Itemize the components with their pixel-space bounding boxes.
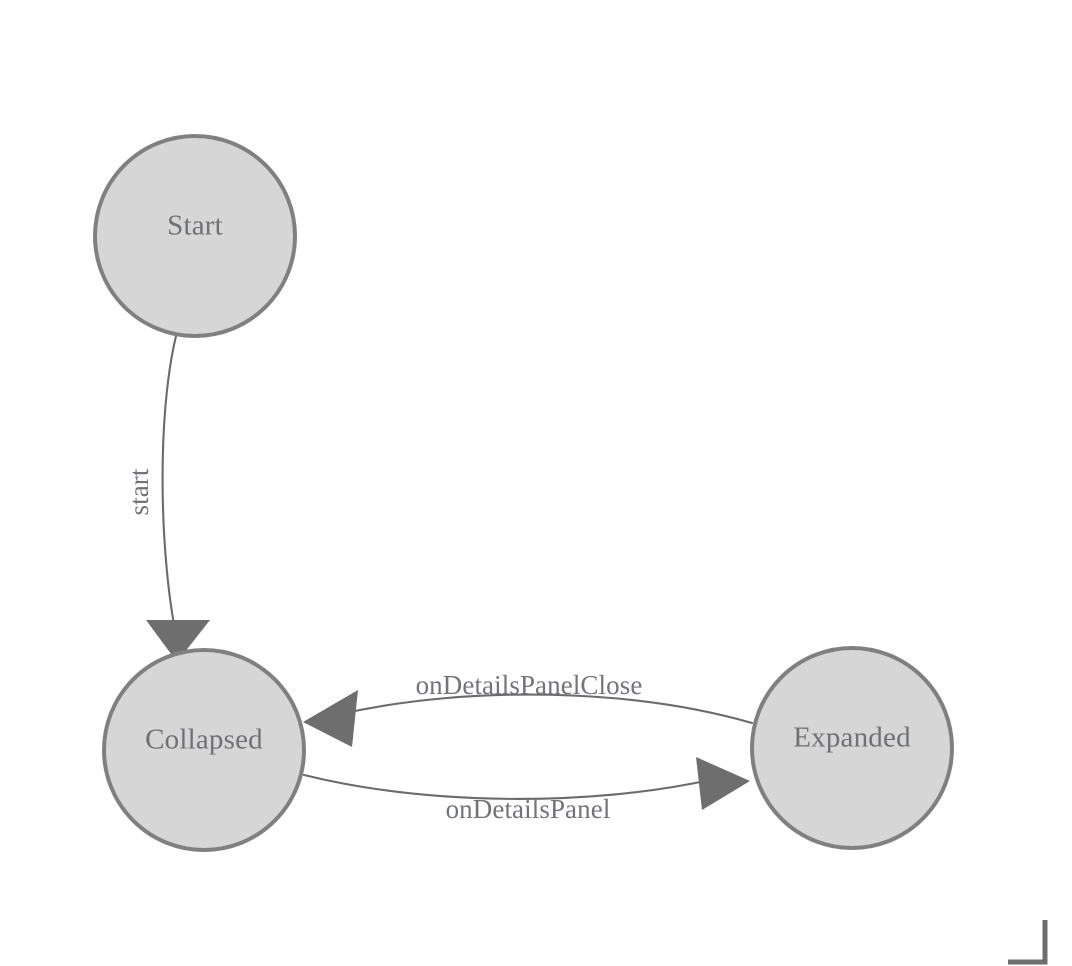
node-shape-collapsed <box>102 648 306 852</box>
node-shape-start <box>93 134 297 338</box>
edge-label-start: start <box>124 468 154 515</box>
edge-label-on-details-panel: onDetailsPanel <box>446 794 611 824</box>
node-label-collapsed: Collapsed <box>145 724 263 756</box>
arrowhead-icon-expanded-collapsed <box>303 690 358 747</box>
arrowhead-icon-collapsed-expanded <box>696 757 750 810</box>
edge-line-collapsed-expanded <box>302 773 712 800</box>
edge-expanded-collapsed[interactable]: onDetailsPanelClose <box>303 670 754 747</box>
node-expanded[interactable]: Expanded <box>750 646 954 850</box>
arrowhead-icon-start-collapsed <box>146 620 210 662</box>
window-corner-bracket-icon <box>1008 920 1048 965</box>
edge-line-start-collapsed <box>161 334 179 642</box>
edge-line-expanded-collapsed <box>343 693 754 725</box>
node-label-expanded: Expanded <box>793 722 911 754</box>
edge-label-on-details-panel-close: onDetailsPanelClose <box>416 670 643 700</box>
node-label-start: Start <box>167 210 223 242</box>
edge-collapsed-expanded[interactable]: onDetailsPanel <box>302 757 750 824</box>
node-shape-expanded <box>750 646 954 850</box>
node-collapsed[interactable]: Collapsed <box>102 648 306 852</box>
edge-start-collapsed[interactable]: start <box>124 334 210 662</box>
node-start[interactable]: Start <box>93 134 297 338</box>
